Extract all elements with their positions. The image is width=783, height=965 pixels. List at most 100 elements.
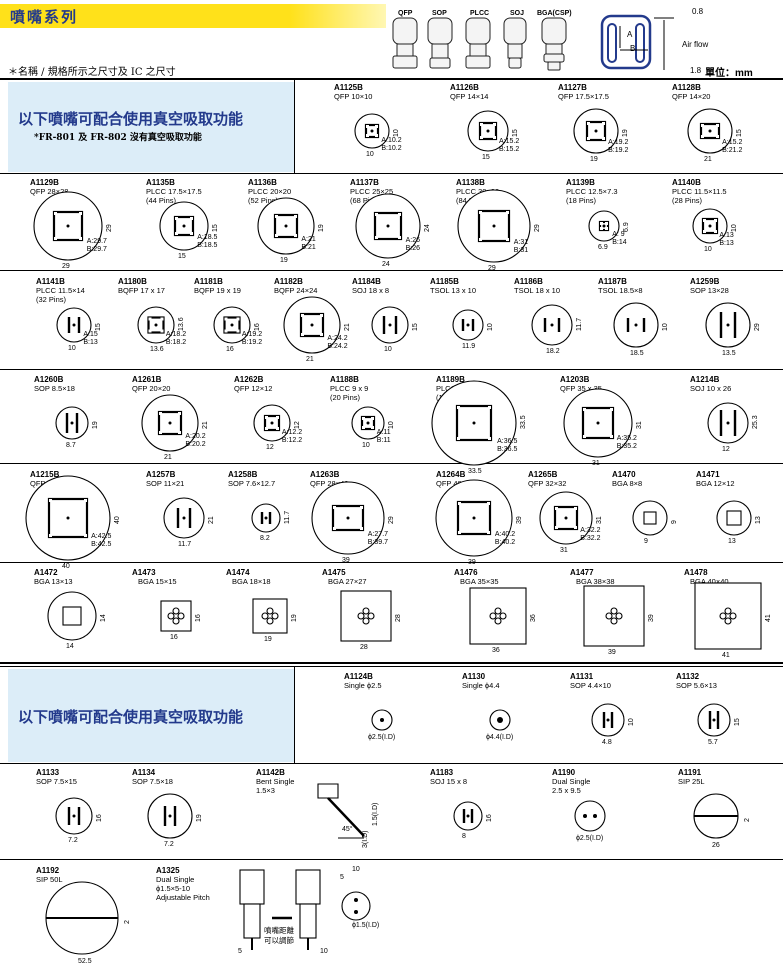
item-code: A1139B bbox=[566, 178, 595, 187]
dim-height: 11.7 bbox=[284, 510, 291, 524]
nozzle-drawing bbox=[283, 296, 341, 354]
divider bbox=[0, 369, 783, 370]
nozzle-opening bbox=[726, 510, 742, 526]
nozzle-drawing bbox=[355, 193, 421, 259]
item-desc: QFP 14×20 bbox=[672, 92, 711, 101]
corner-notch bbox=[610, 435, 613, 438]
nozzle-opening bbox=[643, 511, 657, 525]
vacuum-hole bbox=[367, 612, 375, 620]
nozzle-body bbox=[295, 869, 321, 905]
nozzle-outline bbox=[160, 600, 192, 632]
item-desc-2: (44 Pins) bbox=[146, 196, 177, 205]
dim-b: B:19.2 bbox=[241, 339, 263, 347]
dim-height: 19 bbox=[318, 224, 325, 232]
item-desc: SOP 13×28 bbox=[690, 286, 729, 295]
center-dot bbox=[370, 129, 374, 133]
nozzle-type-qfp: QFP bbox=[398, 10, 413, 17]
corner-notch bbox=[398, 236, 401, 239]
item-code: A1262B bbox=[234, 375, 264, 384]
dim-b: B:15.2 bbox=[499, 146, 520, 153]
dim-b: B:24.2 bbox=[327, 342, 348, 350]
nozzle-drawing bbox=[563, 388, 633, 458]
corner-notch bbox=[54, 212, 57, 215]
item-desc: Bent Single bbox=[256, 777, 295, 786]
item-code: A1129B bbox=[30, 178, 59, 187]
dim-10: 10 bbox=[352, 866, 360, 873]
item-code: A1136B bbox=[248, 178, 277, 187]
dim-height: 19 bbox=[92, 421, 99, 429]
dim-width: 8.2 bbox=[260, 535, 270, 542]
dim-height: 9 bbox=[671, 520, 678, 524]
nozzle-drawing bbox=[687, 108, 733, 154]
nozzle-hole bbox=[354, 898, 358, 902]
item-code: A1133 bbox=[36, 768, 60, 777]
item-desc: SOP 7.5×15 bbox=[36, 777, 77, 786]
dim-b: B:39.7 bbox=[367, 538, 389, 546]
center-dot bbox=[66, 224, 70, 228]
nozzle-types-illustration bbox=[392, 17, 567, 71]
item-desc: QFP 17.5×17.5 bbox=[558, 92, 609, 101]
dim-width: 39 bbox=[608, 649, 616, 656]
nozzle-drawing bbox=[693, 793, 739, 839]
corner-notch bbox=[458, 531, 461, 534]
corner-notch bbox=[479, 238, 482, 241]
corner-notch bbox=[375, 125, 378, 128]
item-code: A1132 bbox=[676, 672, 700, 681]
item-code: A1189B bbox=[436, 375, 465, 384]
nozzle-drawing bbox=[469, 587, 527, 645]
dim-width: 52.5 bbox=[78, 958, 92, 965]
item-desc-2: (32 Pins) bbox=[36, 295, 67, 304]
nozzle-drawing bbox=[489, 709, 511, 731]
corner-notch bbox=[480, 123, 483, 126]
center-dot bbox=[466, 323, 470, 327]
dim-b: B:18.2 bbox=[165, 339, 187, 347]
corner-notch bbox=[375, 213, 378, 216]
corner-notch bbox=[480, 136, 483, 139]
airflow-dim-top: 0.8 bbox=[692, 7, 704, 16]
airflow-label: Air flow bbox=[682, 40, 709, 49]
dim-width: 14 bbox=[66, 643, 74, 650]
nozzle-type-plcc: PLCC bbox=[470, 10, 490, 17]
nozzle-tip bbox=[243, 903, 261, 939]
nozzle-drawing bbox=[351, 406, 385, 440]
corner-notch bbox=[333, 527, 336, 530]
item-desc: TSOL 18 x 10 bbox=[514, 286, 560, 295]
dim-height: 10 bbox=[662, 323, 669, 331]
dim-id: ϕ4.4(I.D) bbox=[486, 734, 514, 741]
center-dot bbox=[594, 129, 598, 133]
item-desc: Dual Single bbox=[552, 777, 591, 786]
nozzle-hole bbox=[354, 910, 358, 914]
item-desc: QFP 28×40 bbox=[310, 479, 349, 488]
nozzle-outline bbox=[694, 582, 762, 650]
vacuum-hole bbox=[172, 607, 180, 615]
nozzle-body bbox=[239, 869, 265, 905]
dim-a: A:18.5 bbox=[197, 234, 218, 242]
nozzle-drawing bbox=[239, 869, 371, 950]
item-desc: PLCC 30×30 bbox=[456, 187, 500, 196]
item-desc: PLCC 20×20 bbox=[248, 187, 292, 196]
item-code: A1134 bbox=[132, 768, 156, 777]
center-dot bbox=[606, 718, 610, 722]
item-code: A1214B bbox=[690, 375, 720, 384]
dim-height: 19 bbox=[196, 814, 203, 822]
item-code: A1186B bbox=[514, 277, 543, 286]
dim-height: 11.7 bbox=[576, 317, 583, 331]
nozzle-drawing bbox=[632, 500, 668, 536]
corner-notch bbox=[493, 136, 496, 139]
dim-a: A:27.7 bbox=[367, 530, 389, 538]
dim-width: 12 bbox=[722, 446, 730, 453]
center-dot bbox=[66, 516, 70, 520]
dim-b: B:29.7 bbox=[86, 245, 107, 253]
dim-height: 15 bbox=[736, 129, 743, 137]
divider bbox=[0, 463, 783, 464]
dim-height: 29 bbox=[388, 516, 395, 524]
dim-height: 19 bbox=[622, 129, 629, 137]
dim-width: 5.7 bbox=[708, 739, 718, 746]
corner-notch bbox=[175, 232, 178, 235]
corner-notch bbox=[366, 125, 369, 128]
item-code: A1470 bbox=[612, 470, 636, 479]
corner-notch bbox=[555, 507, 558, 510]
corner-notch bbox=[159, 431, 162, 434]
nozzle-drawing bbox=[591, 703, 625, 737]
item-desc: TSOL 18.5×8 bbox=[598, 286, 643, 295]
